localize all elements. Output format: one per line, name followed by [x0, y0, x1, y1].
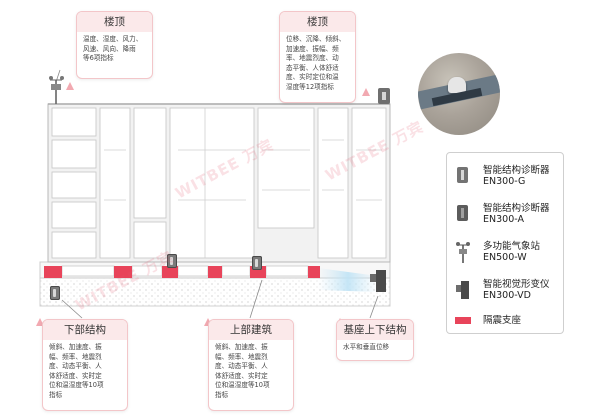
callout-line: 风速、风向、降雨 [83, 44, 136, 53]
device-legend: 智能结构诊断器 EN300-G 智能结构诊断器 EN300-A 多功能气象站 E… [446, 152, 564, 334]
legend-item-name: 智能结构诊断器 [483, 165, 550, 176]
upper-diagnostic-device-icon [252, 256, 262, 270]
callout-title: 楼顶 [77, 12, 152, 32]
isolation-pad [162, 266, 178, 278]
callout-line: 幅、频率、地震烈 [215, 352, 268, 361]
callout-title: 楼顶 [280, 12, 355, 32]
callout-title: 上部建筑 [209, 320, 293, 340]
legend-item-model: EN300-VD [483, 290, 531, 301]
visual-deformation-meter-icon [456, 281, 469, 299]
callout-line: 位和温湿度等10项 [49, 381, 104, 390]
lower-diagnostic-device-icon [50, 286, 60, 300]
legend-item-model: EN500-W [483, 252, 527, 263]
isolation-bearing-icon [455, 317, 471, 324]
callout-line: 加速度、振幅、频 [286, 44, 339, 53]
callout-line: 倾斜、加速度、振 [49, 343, 102, 351]
callout-title: 基座上下结构 [337, 320, 413, 340]
callout-line: 温度、湿度、风力、 [83, 35, 143, 43]
callout-line: 幅、频率、地震烈 [49, 352, 102, 361]
weather-station-icon [49, 76, 64, 104]
callout-line: 态平衡、人体舒适 [286, 63, 339, 72]
diagnostic-device-g-icon [457, 167, 468, 183]
callout-line: 指标 [215, 390, 229, 399]
callout-line: 度、动态平衡、人 [49, 362, 102, 371]
callout-title: 下部结构 [43, 320, 127, 340]
callout-line: 体舒适度、实时定 [49, 371, 102, 380]
callout-line: 指标 [49, 390, 63, 399]
callout-line: 等6项指标 [83, 54, 114, 63]
callout-roof-left: 楼顶 温度、湿度、风力、 风速、风向、降雨 等6项指标 [76, 11, 153, 79]
isolation-pad [44, 266, 62, 278]
callout-base-updown: 基座上下结构 水平和垂直位移 [336, 319, 414, 361]
weather-station-icon [456, 242, 470, 263]
isolation-pad [308, 266, 320, 278]
callout-lower-structure: 下部结构 倾斜、加速度、振 幅、频率、地震烈 度、动态平衡、人 体舒适度、实时定… [42, 319, 128, 411]
vision-beam [318, 268, 378, 292]
pointer-roof-right [362, 88, 370, 96]
legend-item-name: 多功能气象站 [483, 241, 541, 252]
callout-line: 湿度等12项指标 [286, 82, 334, 91]
callout-line: 度、动态平衡、人 [215, 362, 268, 371]
legend-item-name: 智能结构诊断器 [483, 203, 550, 214]
isolation-pad [114, 266, 132, 278]
legend-item-model: EN300-A [483, 214, 524, 225]
diagnostic-device-a-icon [457, 205, 468, 221]
callout-line: 率、地震烈度、动 [286, 54, 339, 63]
callout-line: 水平和垂直位移 [343, 343, 390, 351]
legend-item-name: 智能视觉形变仪 [483, 279, 550, 290]
callout-line: 位移、沉降、倾斜、 [286, 35, 346, 43]
legend-item-model: EN300-G [483, 176, 526, 187]
isolation-pad [208, 266, 222, 278]
roof-diagnostic-device-icon [378, 88, 390, 104]
legend-item-name: 隔震支座 [483, 315, 522, 326]
sensor-photo [418, 53, 500, 135]
callout-roof-right: 楼顶 位移、沉降、倾斜、 加速度、振幅、频 率、地震烈度、动 态平衡、人体舒适 … [279, 11, 356, 103]
callout-line: 倾斜、加速度、振 [215, 343, 268, 351]
callout-line: 位和温湿度等10项 [215, 381, 270, 390]
callout-line: 体舒适度、实时定 [215, 371, 268, 380]
callout-upper-building: 上部建筑 倾斜、加速度、振 幅、频率、地震烈 度、动态平衡、人 体舒适度、实时定… [208, 319, 294, 411]
vision-deformation-meter-icon [370, 270, 386, 292]
callout-line: 度、实时定位和温 [286, 73, 339, 82]
pointer-roof-left [66, 82, 74, 90]
upper-diagnostic-device-icon [167, 254, 177, 268]
